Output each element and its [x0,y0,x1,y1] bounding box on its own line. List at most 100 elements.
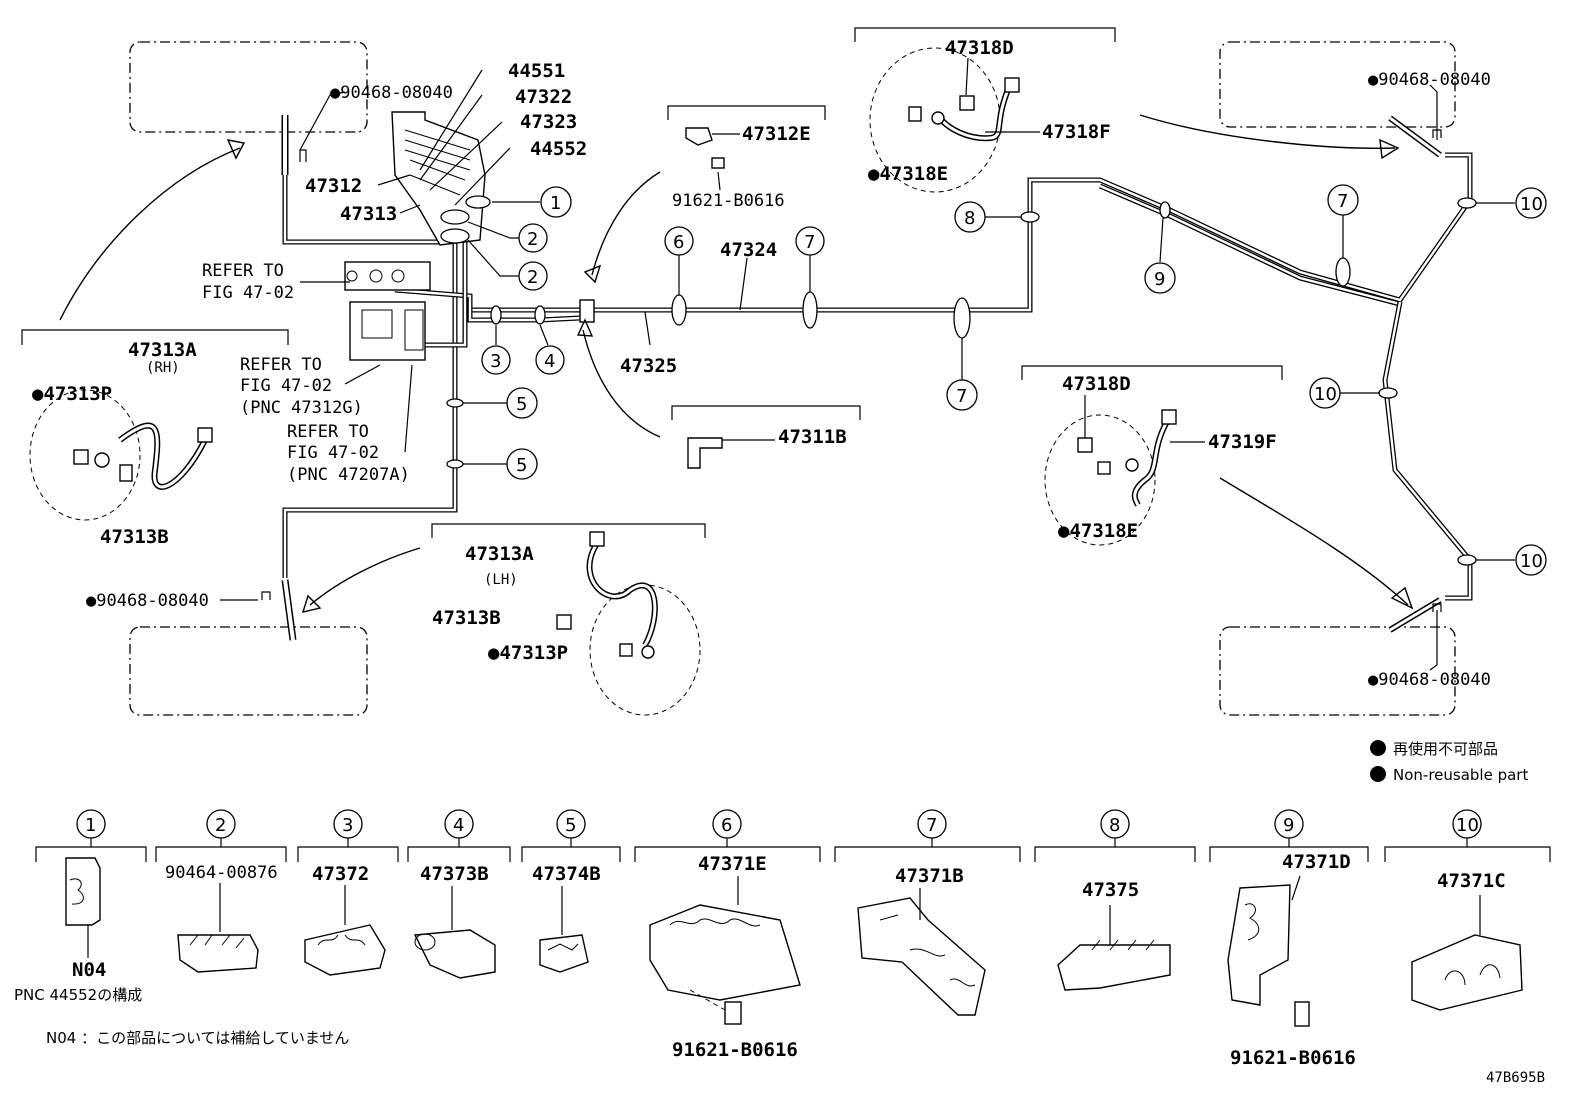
label-front-rh-gasket: ●47313P [32,383,112,405]
table-num-10: 10 [1456,815,1479,836]
callout-10b: 10 [1314,384,1337,405]
label-rear-lh-bolt: 47318D [1062,373,1131,395]
table-bolt-9: 91621-B0616 [1230,1047,1356,1069]
label-47323: 47323 [520,111,577,133]
clip-table: 1 2 3 4 5 6 7 8 9 10 90464-00876 47372 4… [14,809,1551,1069]
label-44552: 44552 [530,138,587,160]
callout-4: 4 [544,351,555,372]
label-rear-lh-hose: 47319F [1208,431,1277,453]
label-front-rh-bolt: 47313B [100,526,169,548]
clip-8-shape [1057,944,1171,991]
label-refer3-line3: (PNC 47207A) [287,465,410,485]
callout-2a: 2 [527,229,538,250]
label-front-lh-hose: 47313A [465,543,534,565]
table-code-1: N04 [72,959,106,981]
valve-bracket-assembly [344,111,595,361]
label-center-pipe-lower: 47325 [620,355,677,377]
brake-pipes [282,152,1473,601]
table-num-8: 8 [1109,815,1120,836]
label-rear-rh-gasket: ●47318E [868,163,948,185]
table-bolt-6: 91621-B0616 [672,1039,798,1061]
label-clip-top-right: ●90468-08040 [1368,70,1491,90]
label-front-lh-side: (LH) [484,572,518,588]
table-part-3: 47372 [312,863,369,885]
callout-7c: 7 [1337,191,1348,212]
table-part-4: 47373B [420,863,489,885]
callout-3: 3 [490,351,501,372]
label-center-pipe-upper: 47324 [720,239,777,261]
wheel-area-front-left [129,41,368,133]
label-bracket-47312E: 47312E [742,123,811,145]
label-refer2-line1: REFER TO [240,355,322,375]
table-part-10: 47371C [1437,870,1506,892]
label-rear-rh-bolt: 47318D [945,37,1014,59]
table-part-5: 47374B [532,863,601,885]
wheel-area-rear-left [129,626,368,716]
clip-6-shape [649,904,801,1001]
hose-rear-lh [1044,409,1177,546]
direction-arrows [59,114,1414,613]
label-refer1-line1: REFER TO [202,261,284,281]
label-bracket-47312E-bolt: 91621-B0616 [672,191,785,211]
callout-7a: 7 [804,232,815,253]
label-refer3-line1: REFER TO [287,422,369,442]
wheel-area-front-right [1219,41,1456,128]
callout-5b: 5 [516,455,527,476]
label-rear-lh-gasket: ●47318E [1058,520,1138,542]
bracket-47311B-illustration [687,437,723,469]
label-clip-bottom-left: ●90468-08040 [86,591,209,611]
label-front-lh-gasket: ●47313P [488,642,568,664]
table-num-7: 7 [926,815,937,836]
table-num-5: 5 [565,815,576,836]
table-part-2: 90464-00876 [165,863,278,883]
label-clip-bottom-right: ●90468-08040 [1368,670,1491,690]
hose-front-rh [29,389,213,521]
callout-10a: 10 [1520,194,1543,215]
legend-en: Non-reusable part [1393,766,1528,784]
label-refer2-line2: FIG 47-02 [240,376,332,396]
clip-5-shape [539,934,589,973]
clip-2-shape [177,934,259,973]
callout-6: 6 [673,232,684,253]
label-47322: 47322 [515,86,572,108]
footnote: N04 ：この部品については補給していません [46,1029,349,1047]
legend-jp: 再使用不可部品 [1393,740,1498,758]
callout-5a: 5 [516,394,527,415]
label-refer1-line2: FIG 47-02 [202,283,294,303]
callout-1: 1 [550,193,561,214]
table-num-9: 9 [1283,815,1294,836]
label-front-rh-hose: 47313A [128,339,197,361]
table-part-6: 47371E [698,853,767,875]
diagram-labels: 47324 47325 44551 47322 47323 44552 4731… [32,37,1491,690]
label-47312: 47312 [305,175,362,197]
leader-lines [220,69,1515,671]
label-clip-front-left: ●90468-08040 [330,83,453,103]
clip-4-shape [413,929,496,979]
legend-bullet-en [1370,766,1386,782]
table-num-3: 3 [342,815,353,836]
table-note-1: PNC 44552の構成 [14,986,142,1004]
label-front-rh-side: (RH) [146,360,180,376]
clip-3-shape [304,924,386,976]
table-num-2: 2 [215,815,226,836]
callout-2b: 2 [527,267,538,288]
callout-brackets [21,27,1283,538]
table-num-1: 1 [85,815,96,836]
label-bracket-47311B: 47311B [778,426,847,448]
bracket-47312E-illustration [685,127,725,169]
label-44551: 44551 [508,60,565,82]
wheel-hose-ends [261,115,1442,641]
legend-bullet-jp [1370,740,1386,756]
table-num-6: 6 [721,815,732,836]
table-num-4: 4 [453,815,464,836]
label-47313: 47313 [340,203,397,225]
label-front-lh-bolt: 47313B [432,607,501,629]
callout-8: 8 [964,208,975,229]
clip-1-shape [65,857,101,926]
label-refer2-line3: (PNC 47312G) [240,398,363,418]
callout-7b: 7 [956,386,967,407]
legend: 再使用不可部品 Non-reusable part [1370,740,1528,784]
clip-7-shape [857,897,986,1016]
